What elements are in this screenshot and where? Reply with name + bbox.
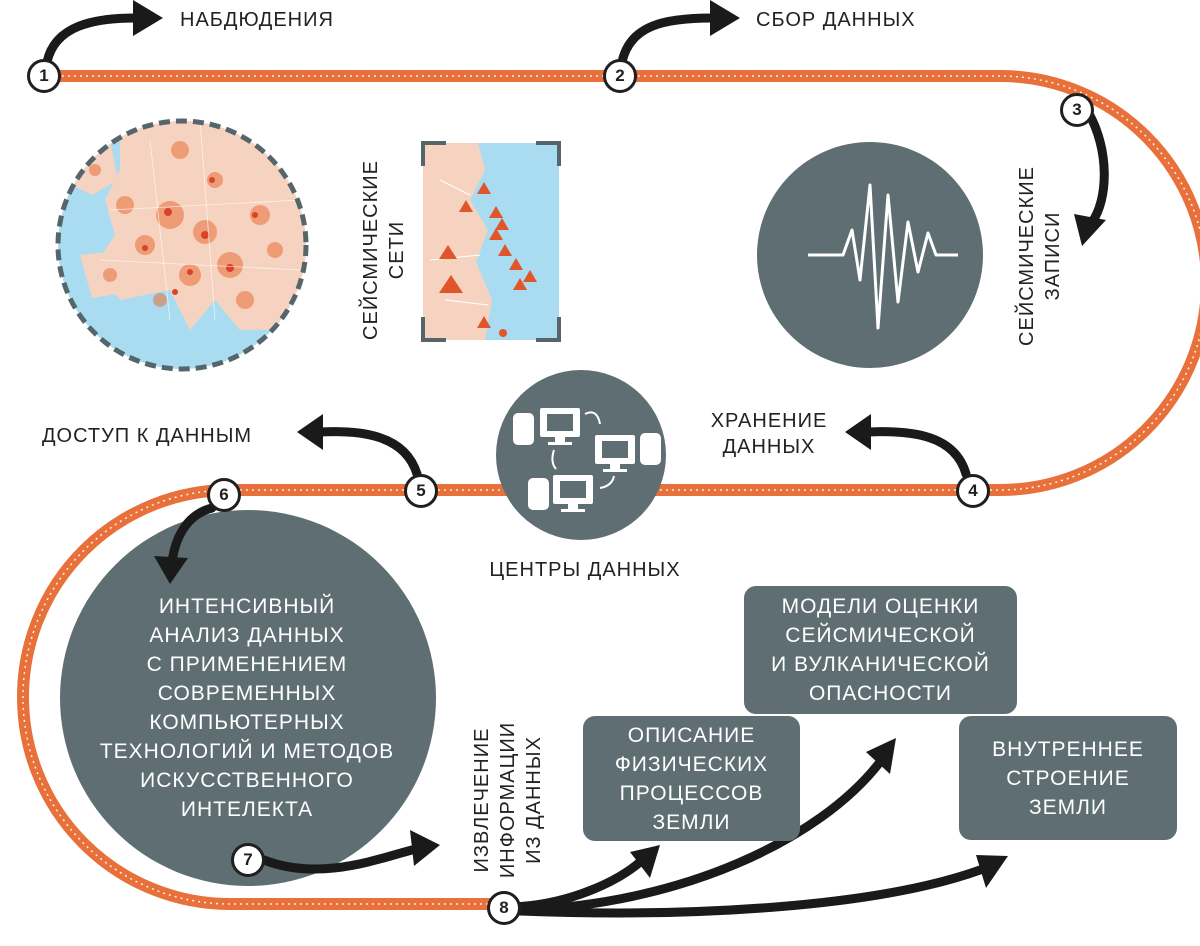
extraction-line-3: ИЗ ДАННЫХ — [523, 736, 545, 864]
extraction-label: ИЗВЛЕЧЕНИЕ ИНФОРМАЦИИ ИЗ ДАННЫХ — [469, 710, 547, 890]
step-8-marker: 8 — [487, 891, 521, 925]
hazard-models-line-2: СЕЙСМИЧЕСКОЙ — [785, 624, 976, 647]
hazard-models-box: МОДЕЛИ ОЦЕНКИ СЕЙСМИЧЕСКОЙ И ВУЛКАНИЧЕСК… — [744, 586, 1017, 714]
seismic-networks-label: СЕЙСМИЧЕСКИЕ СЕТИ — [358, 150, 410, 350]
analysis-line-2: АНАЛИЗ ДАННЫХ — [149, 624, 345, 647]
seismic-records-label: СЕЙСМИЧЕСКИЕ ЗАПИСИ — [1014, 156, 1066, 356]
analysis-line-1: ИНТЕНСИВНЫЙ — [158, 595, 336, 618]
station-map-icon — [421, 141, 561, 342]
analysis-line-7: ИСКУССТВЕННОГО — [140, 769, 354, 792]
seismic-records-line-1: СЕЙСМИЧЕСКИЕ — [1016, 166, 1038, 346]
hazard-models-line-3: И ВУЛКАНИЧЕСКОЙ — [771, 653, 990, 676]
analysis-line-8: ИНТЕЛЕКТА — [180, 798, 314, 821]
earth-structure-box: ВНУТРЕННЕЕ СТРОЕНИЕ ЗЕМЛИ — [959, 716, 1177, 840]
seismogram-icon — [757, 142, 983, 368]
data-centers-label: ЦЕНТРЫ ДАННЫХ — [489, 559, 681, 581]
physical-processes-box: ОПИСАНИЕ ФИЗИЧЕСКИХ ПРОЦЕССОВ ЗЕМЛИ — [583, 716, 800, 841]
seismic-networks-line-1: СЕЙСМИЧЕСКИЕ — [360, 160, 382, 340]
analysis-circle — [60, 510, 436, 886]
physical-processes-line-2: ФИЗИЧЕСКИХ — [614, 752, 769, 776]
hazard-models-line-1: МОДЕЛИ ОЦЕНКИ — [781, 595, 980, 618]
step-6-marker: 6 — [207, 478, 241, 512]
step-4-marker: 4 — [956, 474, 990, 508]
analysis-text: ИНТЕНСИВНЫЙ АНАЛИЗ ДАННЫХ С ПРИМЕНЕНИЕМ … — [72, 592, 422, 824]
analysis-line-3: С ПРИМЕНЕНИЕМ — [146, 653, 348, 676]
seismic-records-line-2: ЗАПИСИ — [1042, 211, 1064, 301]
data-storage-line-2: ДАННЫХ — [722, 436, 816, 458]
observations-label: НАБДЮДЕНИЯ — [180, 9, 334, 31]
physical-processes-line-3: ПРОЦЕССОВ — [619, 781, 764, 805]
step-7-marker: 7 — [231, 843, 265, 877]
earth-structure-line-3: ЗЕМЛИ — [1028, 795, 1108, 819]
arrow-heads — [133, 0, 1106, 888]
hazard-models-line-4: ОПАСНОСТИ — [808, 682, 952, 705]
step-2-marker: 2 — [603, 59, 637, 93]
data-storage-line-1: ХРАНЕНИЕ — [710, 410, 828, 432]
extraction-line-1: ИЗВЛЕЧЕНИЕ — [471, 727, 493, 873]
computer-network-icon — [496, 370, 666, 540]
physical-processes-line-1: ОПИСАНИЕ — [627, 723, 756, 747]
step-5-marker: 5 — [404, 474, 438, 508]
analysis-line-5: КОМПЬЮТЕРНЫХ — [149, 711, 345, 734]
earth-structure-line-2: СТРОЕНИЕ — [1006, 766, 1130, 790]
step-1-marker: 1 — [27, 59, 61, 93]
europe-seismic-map — [55, 118, 309, 372]
data-collection-label: СБОР ДАННЫХ — [756, 9, 916, 31]
data-storage-label: ХРАНЕНИЕ ДАННЫХ — [694, 408, 844, 460]
step-3-marker: 3 — [1060, 93, 1094, 127]
seismic-networks-line-2: СЕТИ — [386, 220, 408, 280]
extraction-line-2: ИНФОРМАЦИИ — [497, 721, 519, 879]
earth-structure-line-1: ВНУТРЕННЕЕ — [992, 737, 1144, 761]
analysis-line-4: СОВРЕМЕННЫХ — [157, 682, 337, 705]
flow-arrows — [42, 13, 1109, 918]
analysis-line-6: ТЕХНОЛОГИЙ И МЕТОДОВ — [99, 740, 395, 763]
data-access-label: ДОСТУП К ДАННЫМ — [42, 425, 253, 447]
physical-processes-line-4: ЗЕМЛИ — [652, 810, 731, 834]
